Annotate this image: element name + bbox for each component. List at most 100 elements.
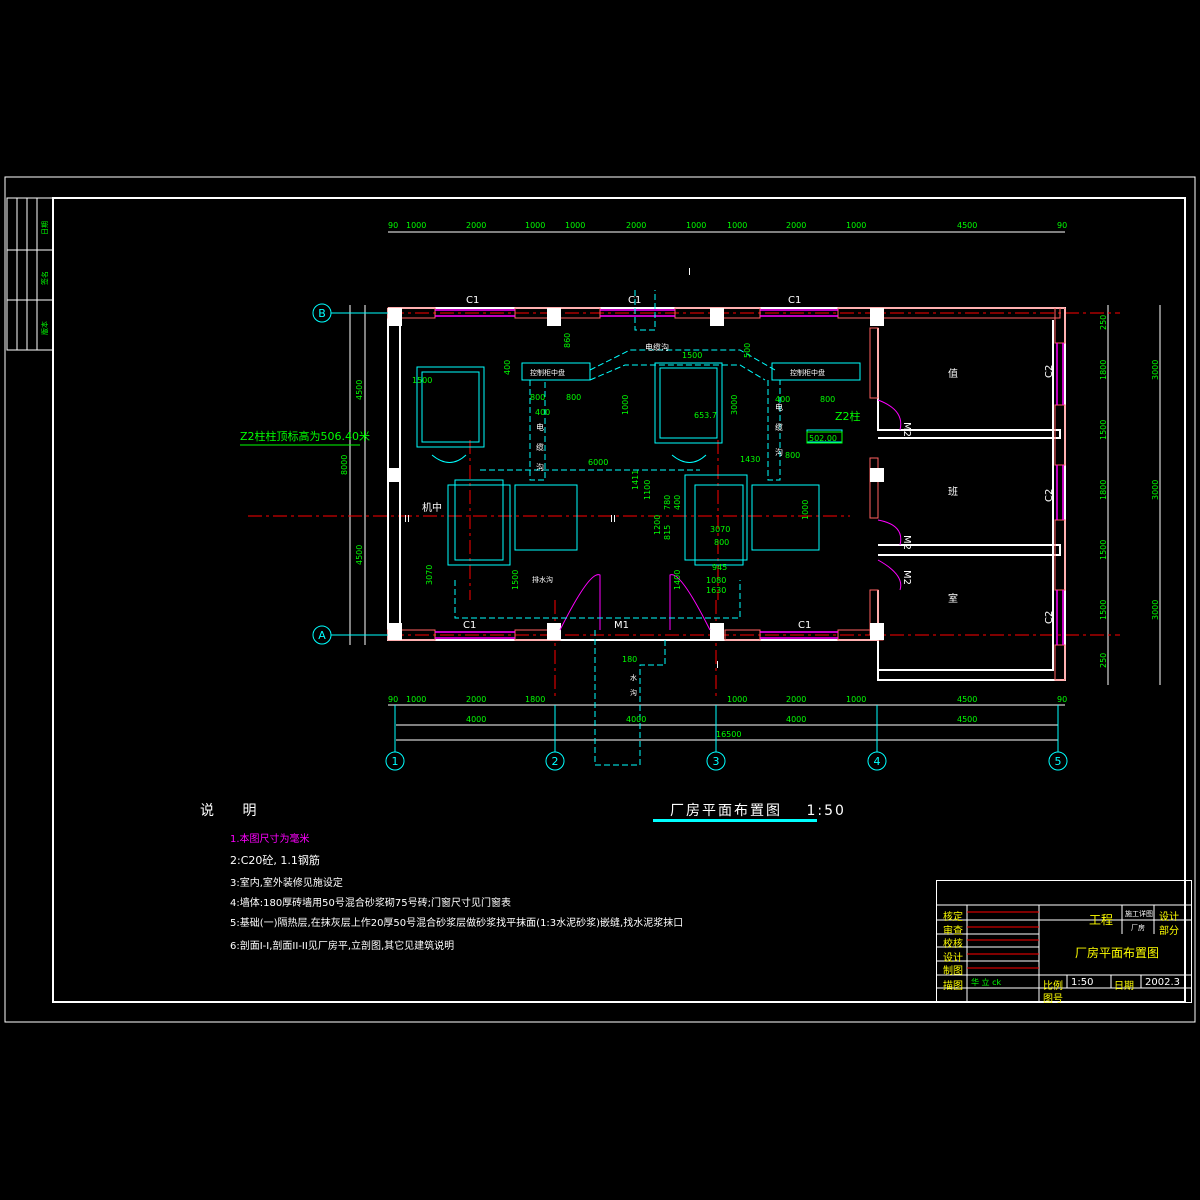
- cable-trench-v2-2: 缆: [775, 422, 783, 432]
- note-5: 5:基础(一)隔热层,在抹灰层上作20厚50号混合砂浆层做砂浆找平抹面(1:3水…: [230, 918, 684, 929]
- building-walls: [387, 307, 1066, 681]
- dim-left-2: 8000: [340, 455, 349, 475]
- dim-inner-16: 800: [820, 395, 835, 404]
- title-block-grid: [937, 904, 1191, 1002]
- cable-trench-v2-1: 电: [775, 402, 783, 412]
- dim-inner-14: 800: [785, 451, 800, 460]
- dim-inner-7: 1500: [682, 351, 702, 360]
- section-mark-3: II: [404, 514, 410, 525]
- dim-top-3: 2000: [466, 221, 486, 230]
- axis-y-B: B: [318, 307, 326, 320]
- tb-stage: 施工详图: [1125, 910, 1153, 918]
- axis-x-3: 3: [713, 755, 720, 768]
- room-label-3: 室: [948, 592, 958, 605]
- tb-row-3: 校核: [943, 939, 963, 950]
- dim-inner-19: 1200: [653, 515, 662, 535]
- equipment: [416, 362, 861, 566]
- control-box-1: 控制柜中盘: [530, 368, 565, 377]
- dim-top-8: 1000: [727, 221, 747, 230]
- control-box-2: 控制柜中盘: [790, 368, 825, 377]
- cable-trench-label: 电缆沟: [645, 342, 669, 352]
- dim-inner-11: 3000: [730, 395, 739, 415]
- tb-signature: 华 立 ck: [971, 978, 1002, 987]
- left-strip-2: 签名: [40, 271, 49, 285]
- dim-left-3: 4500: [355, 545, 364, 565]
- axis-labels: 1 2 3 4 5 B A: [318, 307, 1061, 768]
- tb-part-label: 部分: [1159, 926, 1179, 937]
- tb-row-6: 描图: [943, 981, 963, 992]
- left-strip-1: 日期: [41, 221, 49, 235]
- dim-top-12: 90: [1057, 221, 1067, 230]
- dim-inner-5: 800: [566, 393, 581, 402]
- plan-labels: C1 C1 C1 C1 C1 C2 C2 C2 M1 M2 M2 M2 值 班 …: [404, 267, 1055, 697]
- tb-date-label: 日期: [1114, 981, 1134, 992]
- dim-inner-3: 400: [503, 360, 512, 375]
- dim-top-4: 1000: [525, 221, 545, 230]
- tb-row-4: 设计: [943, 953, 963, 964]
- dim-bot-5: 1000: [727, 695, 747, 704]
- left-strip: [6, 197, 54, 351]
- axis-y-A: A: [318, 629, 326, 642]
- dim-right-outer-2: 3000: [1151, 480, 1160, 500]
- dim-right-6: 1500: [1099, 600, 1108, 620]
- note-6: 6:剖面I-I,剖面II-II见厂房平,立剖图,其它见建筑说明: [230, 941, 455, 952]
- doors: [559, 399, 902, 631]
- cable-trench-v-3: 沟: [536, 462, 544, 472]
- dim-inner-30: 800: [714, 538, 729, 547]
- dim-inner-22: 815: [663, 525, 672, 540]
- dim-right-2: 1800: [1099, 360, 1108, 380]
- dim-bot-7: 1000: [846, 695, 866, 704]
- dim-right-7: 250: [1099, 653, 1108, 668]
- drain-v-1: 水: [630, 673, 637, 682]
- door-m2-1: M2: [901, 422, 912, 437]
- dim-right-5: 1500: [1099, 540, 1108, 560]
- figure-scale: 1:50: [806, 803, 846, 819]
- drain-v-2: 沟: [630, 688, 637, 697]
- axis-x-4: 4: [874, 755, 881, 768]
- dim-inner-18: 1100: [643, 480, 652, 500]
- dim-bot-9: 90: [1057, 695, 1067, 704]
- columns: [388, 308, 884, 640]
- window-c1-3: C1: [788, 295, 801, 306]
- tb-scale: 1:50: [1071, 977, 1094, 988]
- axis-x-1: 1: [392, 755, 399, 768]
- dim-inner-17: 1411: [631, 470, 640, 490]
- bottom-dimension-lines: [388, 704, 1065, 741]
- dim-inner-23: 1000: [801, 500, 810, 520]
- dim-inner-21: 400: [673, 495, 682, 510]
- dim-inner-31: 3070: [710, 525, 730, 534]
- dim-bot2-4: 4500: [957, 715, 977, 724]
- dim-bot2-3: 4000: [786, 715, 806, 724]
- dim-top-7: 1000: [686, 221, 706, 230]
- tb-drawing-name: 厂房平面布置图: [1075, 946, 1160, 960]
- note-3: 3:室内,室外装修见施设定: [230, 878, 343, 889]
- dim-inner-12: 6000: [588, 458, 608, 467]
- tb-scale-label: 比例: [1043, 981, 1063, 992]
- dim-bot2-1: 4000: [466, 715, 486, 724]
- dim-right-outer-1: 3000: [1151, 360, 1160, 380]
- window-c2-1: C2: [1044, 365, 1055, 378]
- dim-top-11: 4500: [957, 221, 977, 230]
- dim-inner-29: 180: [622, 655, 637, 664]
- figure-title: 厂房平面布置图 1:50: [670, 800, 846, 820]
- section-mark-2: I: [716, 660, 719, 671]
- left-strip-3: 版本: [40, 321, 49, 335]
- note-2: 2:C20砼, 1.1钢筋: [230, 854, 320, 867]
- axis-x-2: 2: [552, 755, 559, 768]
- room-label-2: 班: [948, 486, 958, 498]
- door-m2-3: M2: [901, 570, 912, 585]
- left-dimension-lines: [349, 305, 366, 645]
- dim-bot-2: 1000: [406, 695, 426, 704]
- dim-inner-9: 1000: [621, 395, 630, 415]
- window-c2-3: C2: [1044, 611, 1055, 624]
- section-mark-1: I: [688, 267, 691, 278]
- dim-top-1: 90: [388, 221, 398, 230]
- dim-inner-20: 780: [663, 495, 672, 510]
- inner-border: [52, 197, 1186, 1003]
- axis-center-lines: [248, 312, 1120, 700]
- dim-inner-10: 653.7: [694, 411, 717, 420]
- green-labels: Z2柱柱顶标高为506.40米 Z2柱 502.00: [240, 409, 861, 444]
- dim-top-6: 2000: [626, 221, 646, 230]
- note-4: 4:墙体:180厚砖墙用50号混合砂浆砌75号砖;门窗尺寸见门窗表: [230, 898, 512, 909]
